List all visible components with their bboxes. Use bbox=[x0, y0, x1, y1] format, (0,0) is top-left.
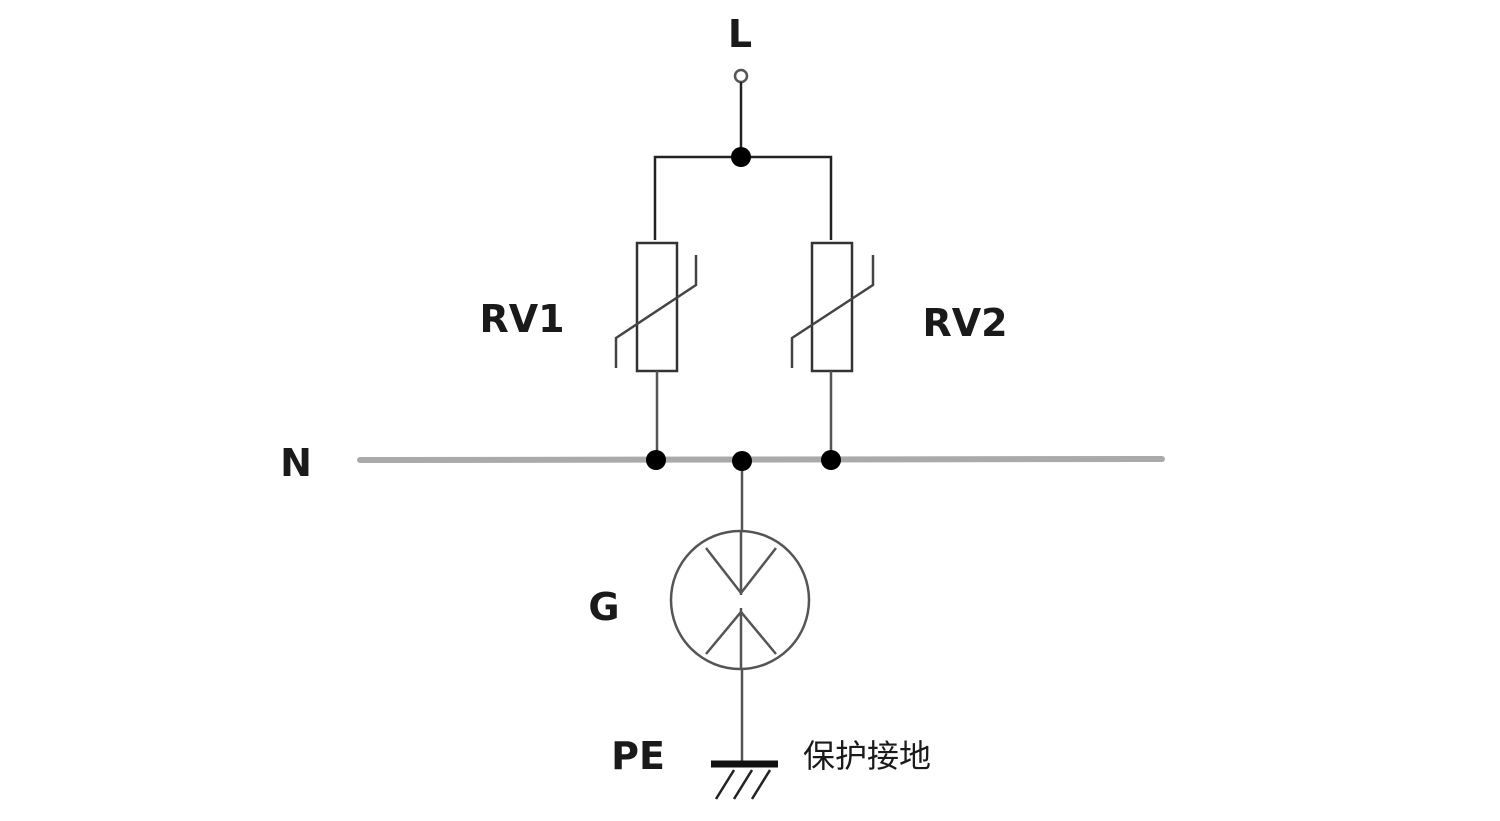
varistor-rv1-body bbox=[635, 241, 679, 373]
varistor-rv1 bbox=[614, 241, 698, 460]
gdt-upper-arrow bbox=[705, 547, 777, 596]
varistor-rv2-label: RV2 bbox=[922, 301, 1007, 345]
varistor-rv2-characteristic bbox=[790, 255, 875, 368]
neutral-node-rv2 bbox=[821, 450, 841, 470]
neutral-node-rv1 bbox=[646, 450, 666, 470]
varistor-rv2-body bbox=[810, 241, 854, 373]
gas-tube-label: G bbox=[588, 585, 619, 629]
ground-note-label: 保护接地 bbox=[803, 737, 931, 775]
ground-hatch-3 bbox=[750, 769, 772, 800]
varistor-rv2 bbox=[790, 241, 875, 460]
line-label: L bbox=[728, 12, 752, 56]
top-branch-wire bbox=[653, 155, 833, 240]
gdt-lower-arrow bbox=[705, 610, 777, 655]
ground-hatch-2 bbox=[732, 769, 754, 800]
top-junction-node bbox=[731, 147, 751, 167]
ground-hatch-1 bbox=[714, 769, 736, 800]
ground-symbol bbox=[711, 760, 778, 800]
protective-earth-label: PE bbox=[611, 734, 665, 778]
neutral-bus bbox=[357, 456, 1165, 463]
gas-discharge-tube-g bbox=[669, 529, 811, 671]
neutral-label: N bbox=[280, 441, 312, 485]
neutral-node-gdt bbox=[732, 451, 752, 471]
varistor-rv1-characteristic bbox=[614, 255, 698, 368]
varistor-rv1-label: RV1 bbox=[479, 297, 564, 341]
line-terminal bbox=[733, 68, 749, 84]
